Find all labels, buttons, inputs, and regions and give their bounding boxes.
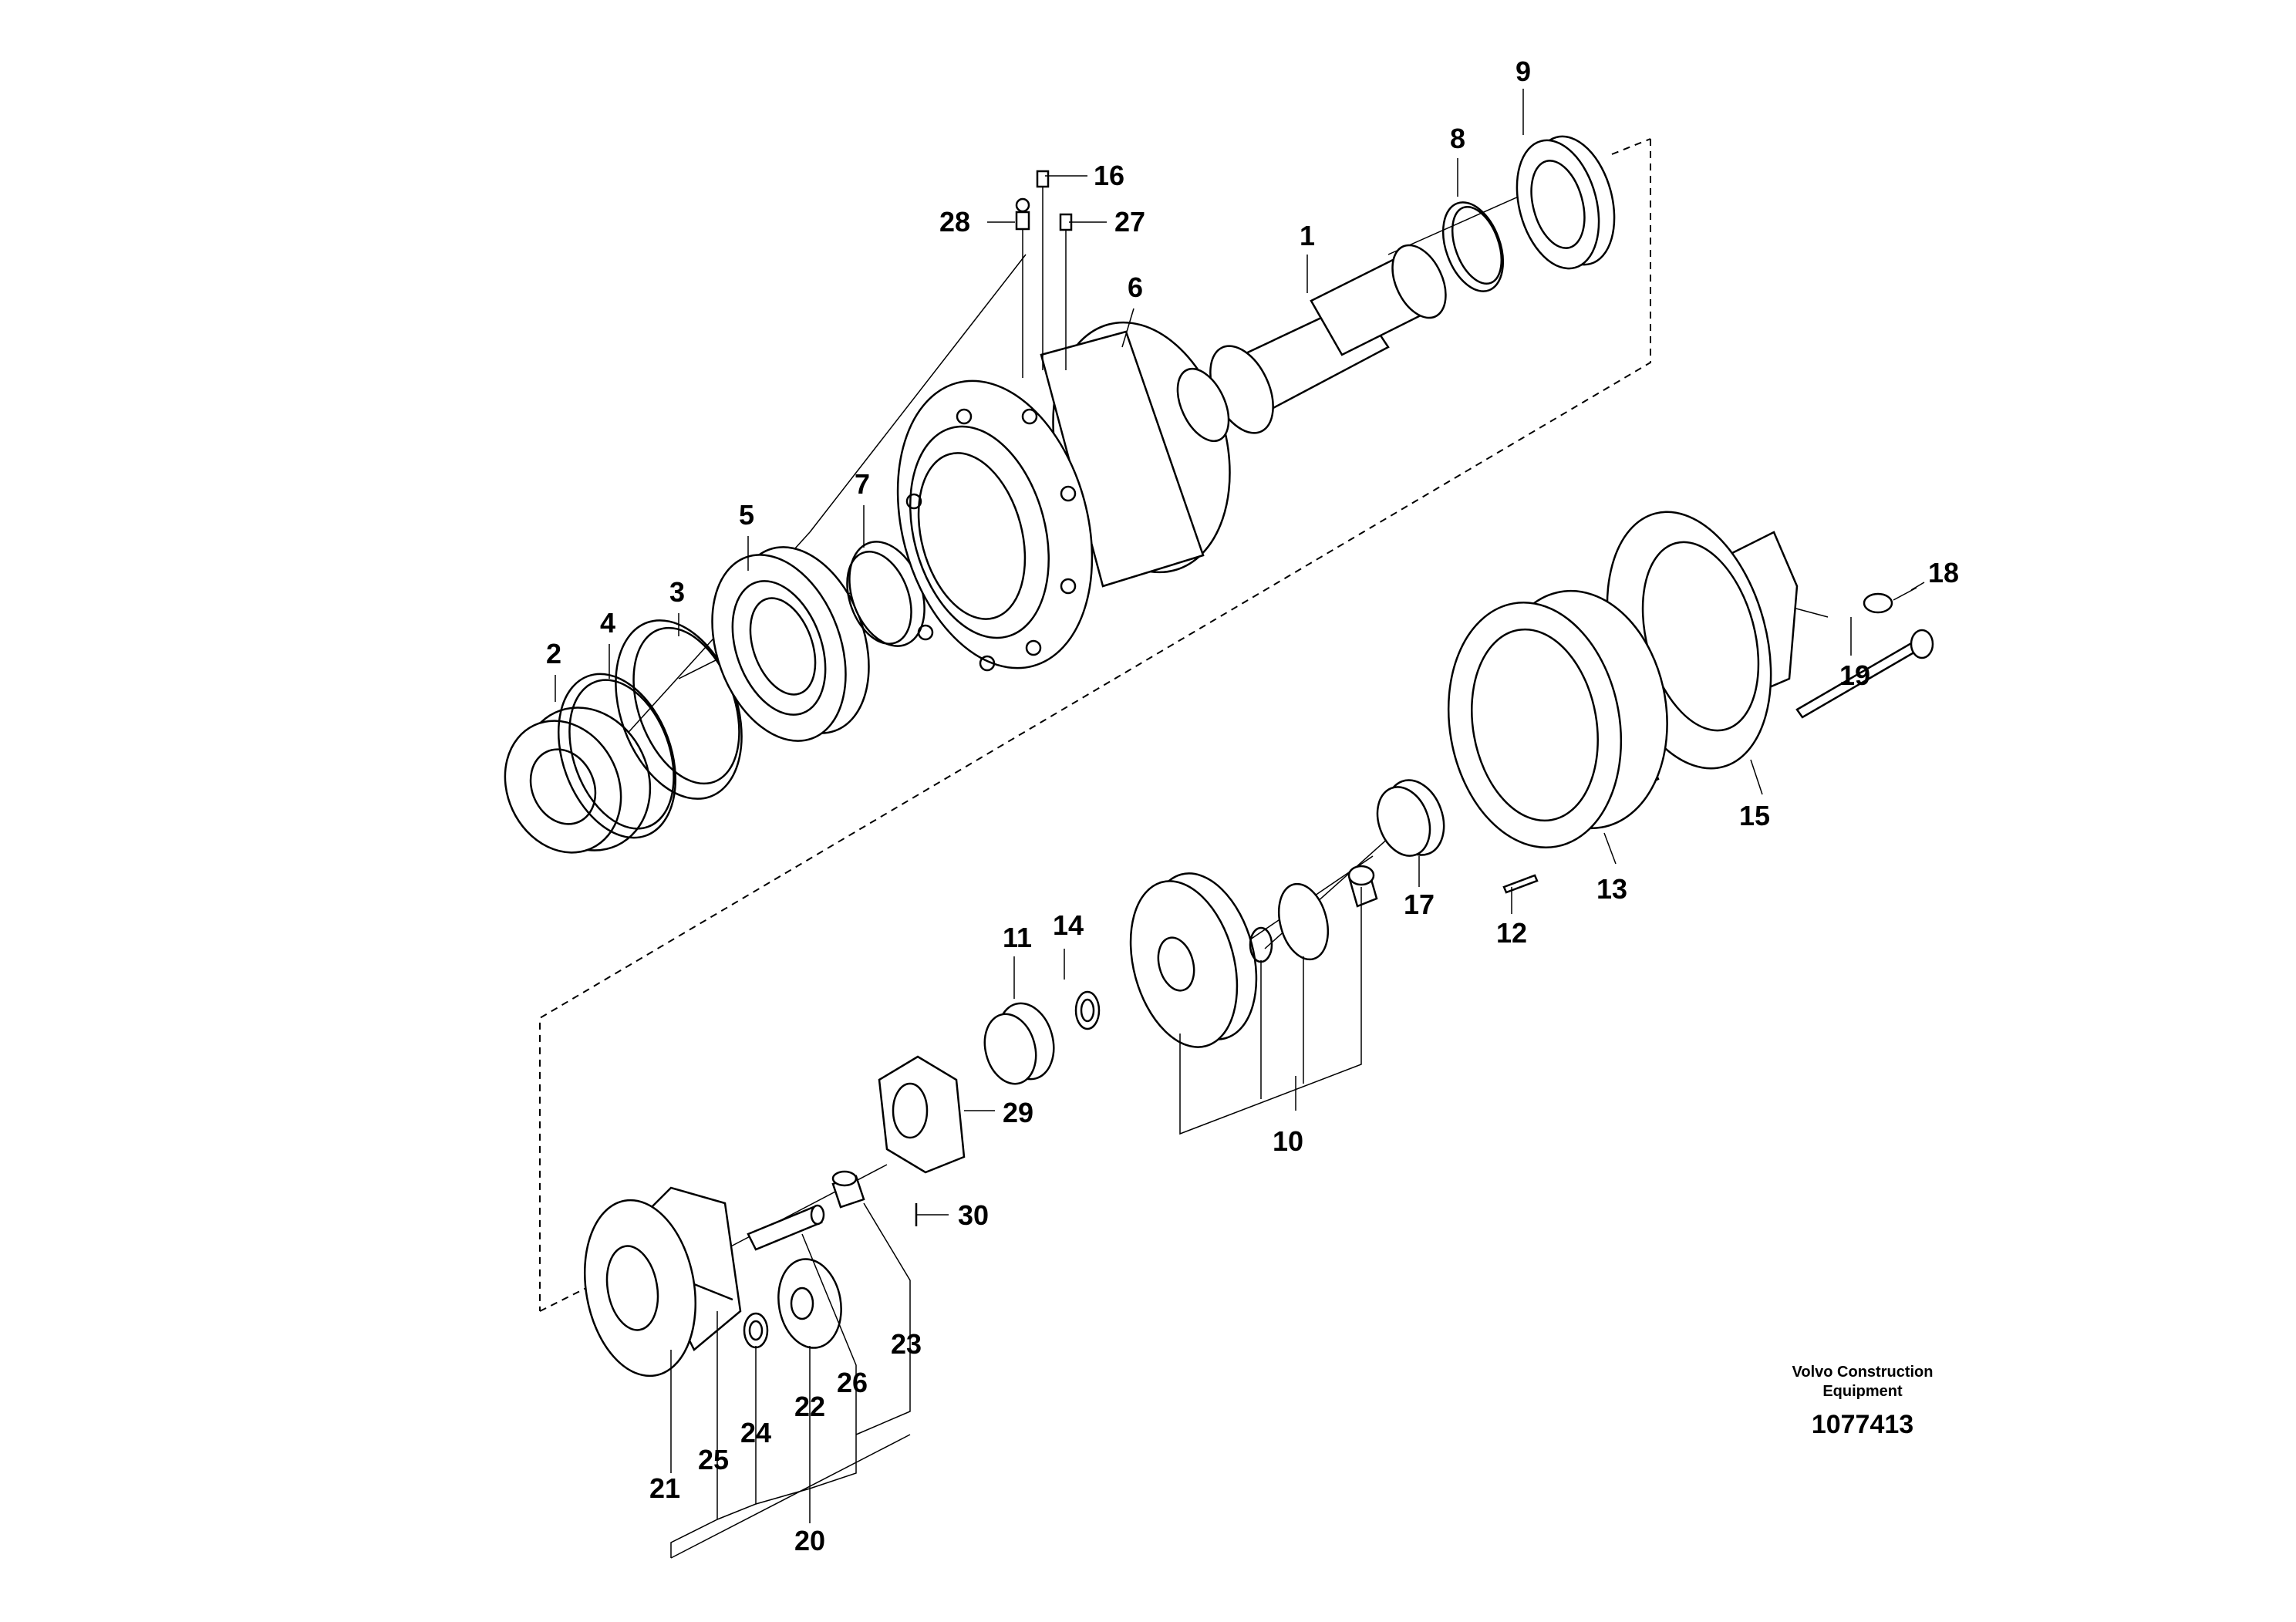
callout-19: 19	[1839, 659, 1870, 691]
callout-12: 12	[1496, 917, 1527, 949]
part-13-ring-gear	[1447, 589, 1668, 848]
part-8-ring	[1441, 201, 1505, 292]
callout-7: 7	[855, 468, 870, 500]
callout-8: 8	[1450, 123, 1465, 154]
part-18-nut	[1863, 587, 1917, 614]
part-14-washer	[1074, 990, 1101, 1030]
callout-4: 4	[600, 607, 615, 639]
callout-5: 5	[739, 499, 754, 531]
callout-20: 20	[794, 1525, 825, 1556]
part-25-pin	[693, 1283, 733, 1301]
callout-28: 28	[939, 206, 970, 238]
part-29-carrier	[878, 1055, 966, 1174]
part-22-gear	[777, 1258, 842, 1349]
callout-29: 29	[1003, 1097, 1033, 1128]
callout-11: 11	[1003, 922, 1032, 953]
callout-13: 13	[1596, 873, 1627, 905]
callout-labels: 1 2 3 4 5 6 7 8 9 10 11 12 13 14 15 16 1…	[546, 56, 1959, 1556]
part-7-ring	[846, 541, 925, 647]
callout-6: 6	[1128, 271, 1143, 303]
callout-14: 14	[1053, 909, 1084, 941]
drawing-number: 1077413	[1812, 1410, 1913, 1439]
callout-9: 9	[1515, 56, 1531, 87]
callout-24: 24	[740, 1417, 771, 1448]
company-name-line-1: Volvo Construction	[1792, 1364, 1934, 1381]
part-2-seal	[504, 706, 652, 854]
callout-2: 2	[546, 638, 561, 669]
part-5-bearing	[711, 546, 870, 742]
callout-15: 15	[1739, 800, 1770, 831]
part-24-washer	[743, 1312, 769, 1349]
part-16-plug	[1036, 170, 1050, 370]
callout-23: 23	[891, 1328, 922, 1360]
company-name-line-2: Equipment	[1822, 1383, 1903, 1400]
leader-lines	[555, 89, 1925, 1559]
part-26-shaft	[747, 1204, 825, 1251]
callout-30: 30	[958, 1199, 989, 1231]
part-12-pin	[1502, 874, 1539, 894]
part-17-sun-gear	[1376, 779, 1445, 857]
part-28-fitting	[1015, 197, 1030, 378]
part-1-shaft	[1176, 244, 1447, 443]
part-21-housing	[583, 1186, 742, 1378]
callout-25: 25	[698, 1444, 729, 1475]
callout-26: 26	[837, 1367, 868, 1398]
callout-18: 18	[1928, 557, 1959, 588]
callout-27: 27	[1114, 206, 1145, 238]
callout-3: 3	[669, 576, 685, 608]
part-19-bolt	[1795, 629, 1934, 719]
part-11-planet-gear	[983, 1002, 1055, 1085]
part-23-bushing	[831, 1170, 865, 1209]
callout-10: 10	[1273, 1125, 1303, 1157]
part-4-snap-ring	[557, 673, 677, 839]
callout-22: 22	[794, 1391, 825, 1422]
drawing-footer: Volvo Construction Equipment 1077413	[1792, 1364, 1934, 1439]
part-10-carrier-group	[1129, 865, 1378, 1048]
callout-17: 17	[1404, 889, 1435, 920]
callout-21: 21	[649, 1472, 680, 1504]
callout-16: 16	[1094, 160, 1124, 191]
part-27-plug	[1059, 213, 1073, 370]
part-9-bearing	[1515, 135, 1616, 270]
callout-1: 1	[1300, 220, 1315, 251]
part-6-housing	[896, 321, 1231, 672]
